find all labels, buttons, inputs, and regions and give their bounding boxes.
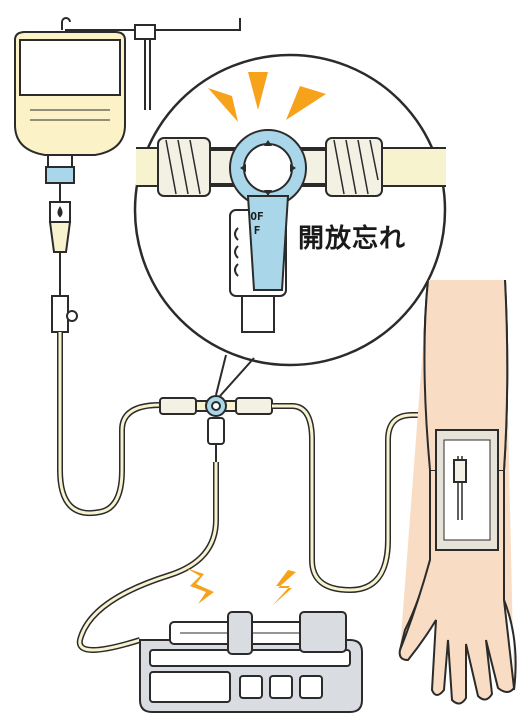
iv-dressing-icon [436,430,498,550]
stopcock-off-marking: OFF [250,210,264,238]
roller-clamp-icon [52,296,77,332]
pump-alarm-icon [186,568,296,606]
callout-label: 開放忘れ [298,218,406,255]
stopcock-small-icon [160,396,272,462]
drip-chamber-icon [46,167,74,296]
syringe-pump-icon [140,612,362,712]
iv-bag-icon [15,32,125,167]
iv-tubing [60,332,160,513]
